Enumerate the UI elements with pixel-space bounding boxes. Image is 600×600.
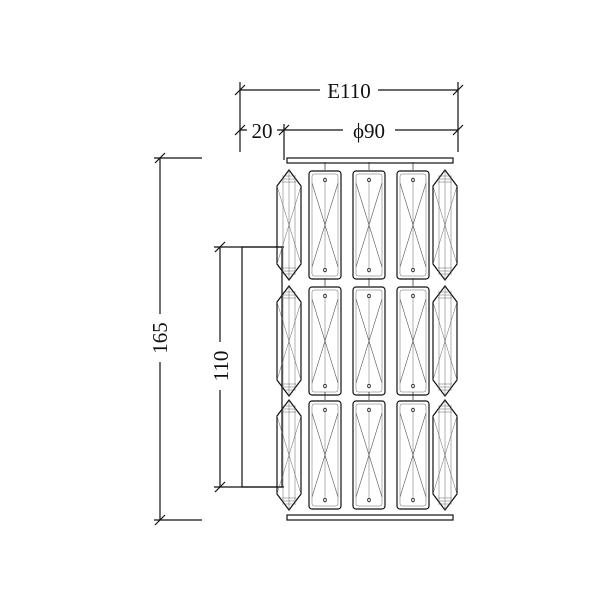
dimension-label-wall-offset: 20 xyxy=(252,119,273,143)
side-prism-left xyxy=(276,169,302,281)
crystal-panel xyxy=(396,170,430,280)
dimension-label-overall-height: 165 xyxy=(148,322,172,354)
dimension-label-overall-width: E110 xyxy=(327,79,371,103)
dimension-overall-height: 165 xyxy=(148,152,202,526)
side-prism-right xyxy=(432,399,458,511)
side-prism-left xyxy=(276,399,302,511)
side-prism-left xyxy=(276,285,302,397)
bottom-plate xyxy=(286,514,454,521)
dimension-offset-diameter: 20 ϕ90 xyxy=(234,118,464,160)
crystal-panel xyxy=(396,400,430,510)
side-prism-right xyxy=(432,169,458,281)
dimension-overall-width: E110 xyxy=(234,78,464,152)
crystal-tier xyxy=(276,162,458,281)
crystal-panel xyxy=(352,286,386,396)
fixture-body xyxy=(276,157,458,521)
side-prism-right xyxy=(432,285,458,397)
dimension-label-backplate-height: 110 xyxy=(209,351,233,382)
crystal-panel xyxy=(396,286,430,396)
dimension-backplate-height: 110 xyxy=(208,241,284,493)
crystal-panel xyxy=(308,400,342,510)
crystal-panel xyxy=(352,400,386,510)
dimension-label-diameter: ϕ90 xyxy=(353,119,385,143)
top-plate xyxy=(286,157,454,164)
wall-backplate xyxy=(241,246,283,488)
crystal-tier xyxy=(276,278,458,397)
crystal-tier xyxy=(276,392,458,511)
crystal-panel xyxy=(352,170,386,280)
crystal-panel xyxy=(308,286,342,396)
crystal-panel xyxy=(308,170,342,280)
